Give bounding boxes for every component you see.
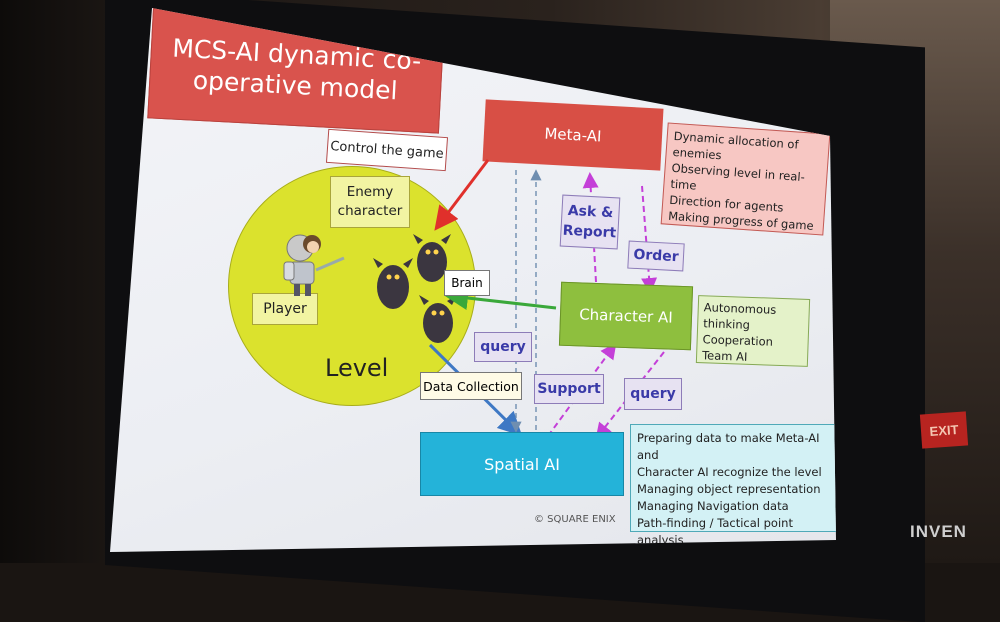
character-ai-notes: Autonomous thinking Cooperation Team AI <box>695 295 811 367</box>
monster-icon-1 <box>413 234 451 282</box>
presentation-slide: MCS-AI dynamic co-operative model Contro… <box>110 8 836 552</box>
query-label-left: query <box>474 332 532 362</box>
spatial-note-1: Preparing data to make Meta-AI and <box>637 431 820 462</box>
character-note-3: Team AI <box>701 348 748 364</box>
player-knight-icon <box>283 234 345 296</box>
spatial-note-2: Character AI recognize the level <box>637 465 822 479</box>
query-label-right: query <box>624 378 682 410</box>
data-collection-label: Data Collection <box>420 372 522 400</box>
player-label: Player <box>252 293 318 325</box>
support-label: Support <box>534 374 604 404</box>
ask-report-label: Ask & Report <box>559 194 621 250</box>
enemy-character-label: Enemy character <box>330 176 410 228</box>
spatial-ai-notes: Preparing data to make Meta-AI and Chara… <box>630 424 836 547</box>
level-label: Level <box>325 354 389 382</box>
order-arrow <box>641 185 658 294</box>
order-label: Order <box>627 240 685 272</box>
monster-icon-2 <box>373 258 413 309</box>
watermark-logo: INVEN <box>910 522 967 541</box>
exit-sign: EXIT <box>919 411 969 449</box>
spatial-note-3: Managing object representation <box>637 482 821 496</box>
spatial-ai-box: Spatial AI <box>420 432 624 496</box>
character-ai-box: Character AI <box>558 281 694 351</box>
character-to-brain-arrow <box>444 286 557 310</box>
spatial-note-4: Managing Navigation data <box>637 499 789 513</box>
character-note-1: Autonomous thinking <box>702 300 777 332</box>
monster-icon-3 <box>419 295 457 343</box>
meta-to-level-arrow <box>434 159 490 231</box>
brain-label: Brain <box>444 270 490 296</box>
copyright-text: © SQUARE ENIX <box>534 514 616 525</box>
diagram-art <box>283 159 665 440</box>
